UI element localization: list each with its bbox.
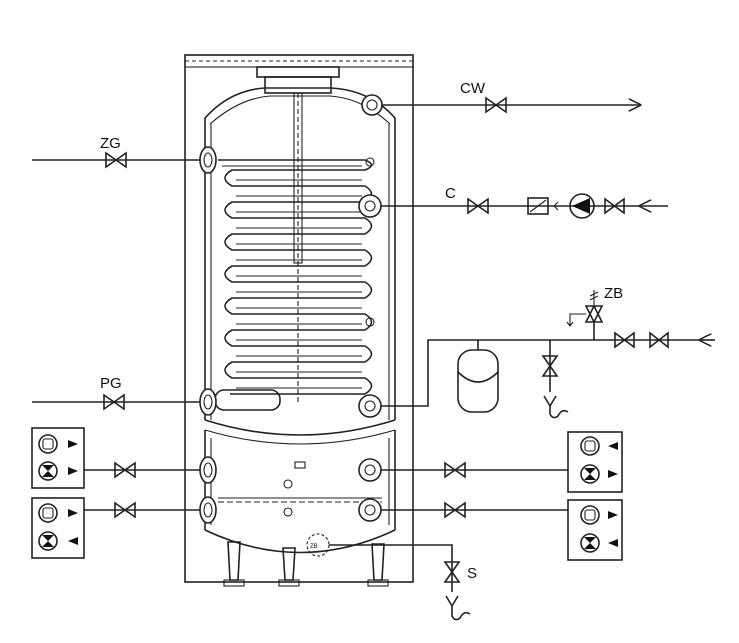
unit-left-bottom [31,497,85,559]
unit-left-top [31,427,85,489]
boiler-unit-icon [580,436,600,456]
label-heating-supply: ZG [100,135,121,152]
heating-coil [214,157,375,411]
unit-right-bottom [567,499,623,561]
valves [103,96,669,583]
boiler-unit-icon [38,434,58,454]
piping [32,105,715,592]
drain-funnels [445,395,569,621]
safety-valve [566,290,604,327]
valve-icon [103,393,125,411]
pump-icon [569,193,595,219]
valve-icon [485,96,507,114]
port-ret [358,394,382,418]
fan-unit-icon [38,461,58,481]
labels: CW ZG C ZB PG S [100,80,623,582]
valve-icon [443,561,461,583]
side-units [31,427,623,561]
port-c [358,194,382,218]
sensor-tag: ZB [310,544,318,550]
port-pg [199,388,217,416]
valve-icon [114,501,136,519]
valve-icon [649,331,669,349]
port-r2 [358,498,382,522]
valve-icon [444,461,466,479]
label-safety-group: ZB [604,285,623,302]
port-cw [361,94,383,116]
label-cold-water: CW [460,80,486,97]
fan-unit-icon [38,531,58,551]
expansion-vessel-icon [457,349,499,413]
check-valve-icon [527,197,549,215]
drain-funnel-icon [543,395,569,419]
port-l1 [199,456,217,484]
label-drain: S [467,565,477,582]
circulation-equipment [527,193,595,219]
label-heating-return: PG [100,375,122,392]
safety-valve-icon [566,290,604,327]
unit-right-top [567,431,623,493]
port-l2 [199,496,217,524]
valve-icon [541,355,559,377]
port-fittings [199,94,383,524]
valve-icon [604,197,625,215]
boiler-unit-icon [580,505,600,525]
tank-feet [223,541,389,587]
valve-icon [105,151,127,169]
valve-icon [467,197,489,215]
label-circulation: C [445,185,456,202]
valve-icon [444,501,466,519]
valve-icon [614,331,635,349]
fan-unit-icon [580,464,600,484]
port-zg [199,146,217,174]
port-r1 [358,458,382,482]
boiler-unit-icon [38,503,58,523]
valve-icon [114,461,136,479]
drain-sensor: ZB [306,533,330,557]
drain-funnel-icon [445,595,471,621]
fan-unit-icon [580,533,600,553]
